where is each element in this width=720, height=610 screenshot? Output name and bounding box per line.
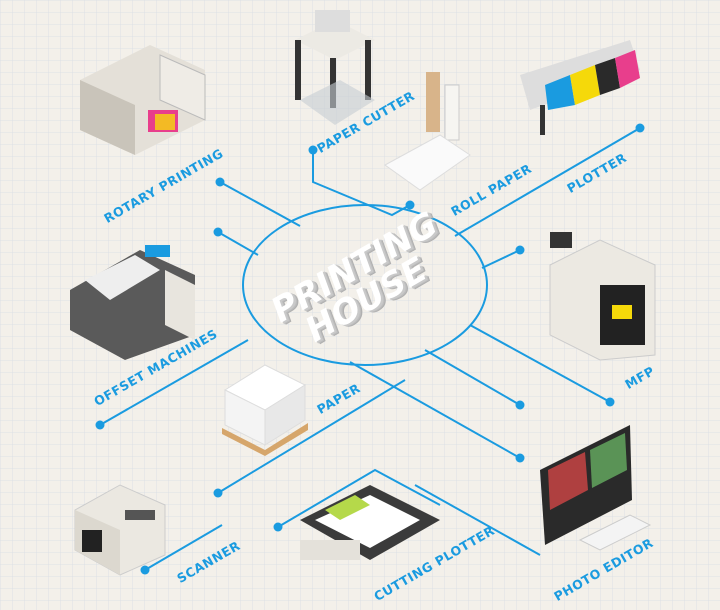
offset-machine xyxy=(70,245,195,360)
mfp xyxy=(549,232,656,361)
paper-cutter xyxy=(295,10,375,125)
scanner xyxy=(74,484,166,576)
line-paper-cutter xyxy=(312,150,411,217)
line-scanner xyxy=(217,379,406,494)
line-plotter xyxy=(454,127,641,237)
line-cutting xyxy=(277,468,441,528)
line-center-right xyxy=(424,349,521,406)
line-photo-editor xyxy=(414,484,541,556)
line-offset-label xyxy=(99,339,249,426)
line-scanner-label xyxy=(144,524,223,571)
plotter xyxy=(520,40,640,135)
line-mfp xyxy=(481,249,521,269)
roll-paper xyxy=(384,72,471,191)
connector-lines xyxy=(99,127,641,571)
line-mfp-2 xyxy=(469,324,611,403)
center-ellipse xyxy=(242,204,488,366)
line-offset xyxy=(217,231,259,256)
line-photo xyxy=(349,361,521,459)
cutting-plotter xyxy=(300,485,440,560)
rotary-printing-machine xyxy=(80,45,206,155)
photo-editor-monitor xyxy=(540,425,652,551)
connector-dots xyxy=(95,123,645,575)
paper-stack xyxy=(222,364,308,456)
line-rotary xyxy=(219,181,301,227)
